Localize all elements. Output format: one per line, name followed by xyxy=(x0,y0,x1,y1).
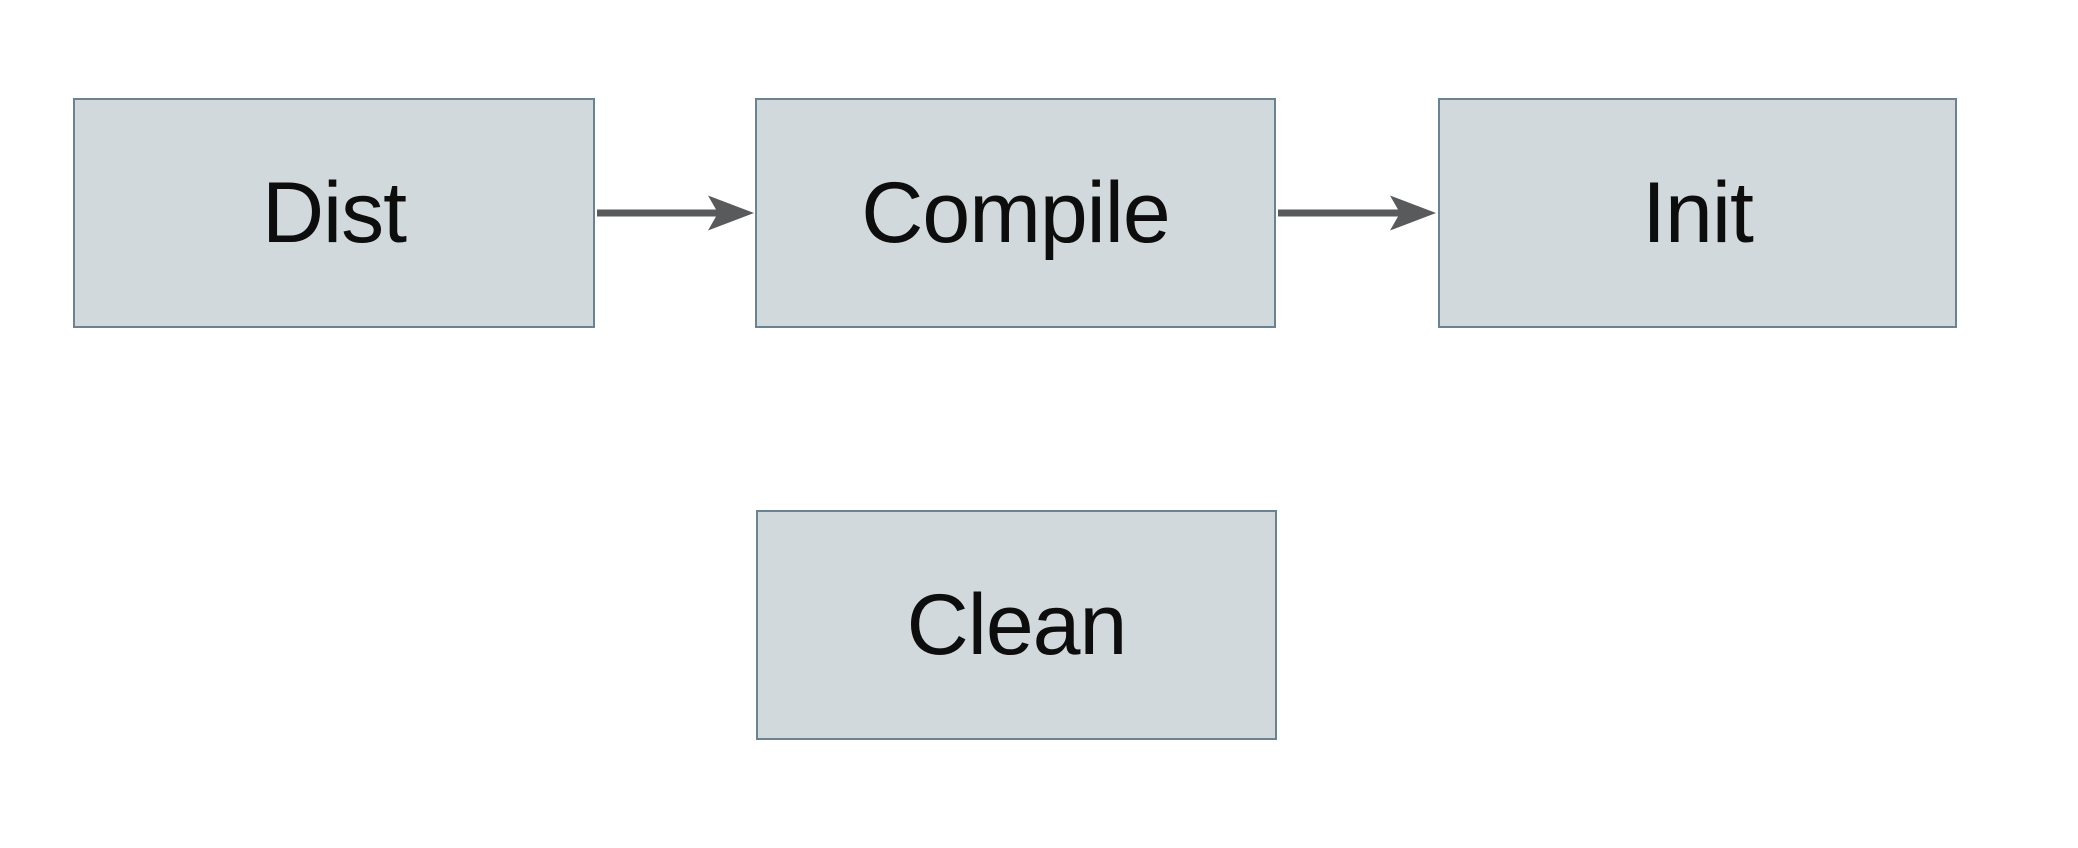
node-clean[interactable]: Clean xyxy=(756,510,1277,740)
node-clean-label: Clean xyxy=(906,576,1128,673)
node-compile[interactable]: Compile xyxy=(755,98,1276,328)
arrowhead-icon xyxy=(1390,195,1436,231)
node-dist[interactable]: Dist xyxy=(73,98,595,328)
arrow-compile-to-init xyxy=(1278,195,1436,231)
node-init[interactable]: Init xyxy=(1438,98,1957,328)
arrow-dist-to-compile xyxy=(597,195,754,231)
arrowhead-icon xyxy=(708,195,754,231)
node-dist-label: Dist xyxy=(261,164,407,261)
node-init-label: Init xyxy=(1642,164,1754,261)
node-compile-label: Compile xyxy=(861,164,1170,261)
